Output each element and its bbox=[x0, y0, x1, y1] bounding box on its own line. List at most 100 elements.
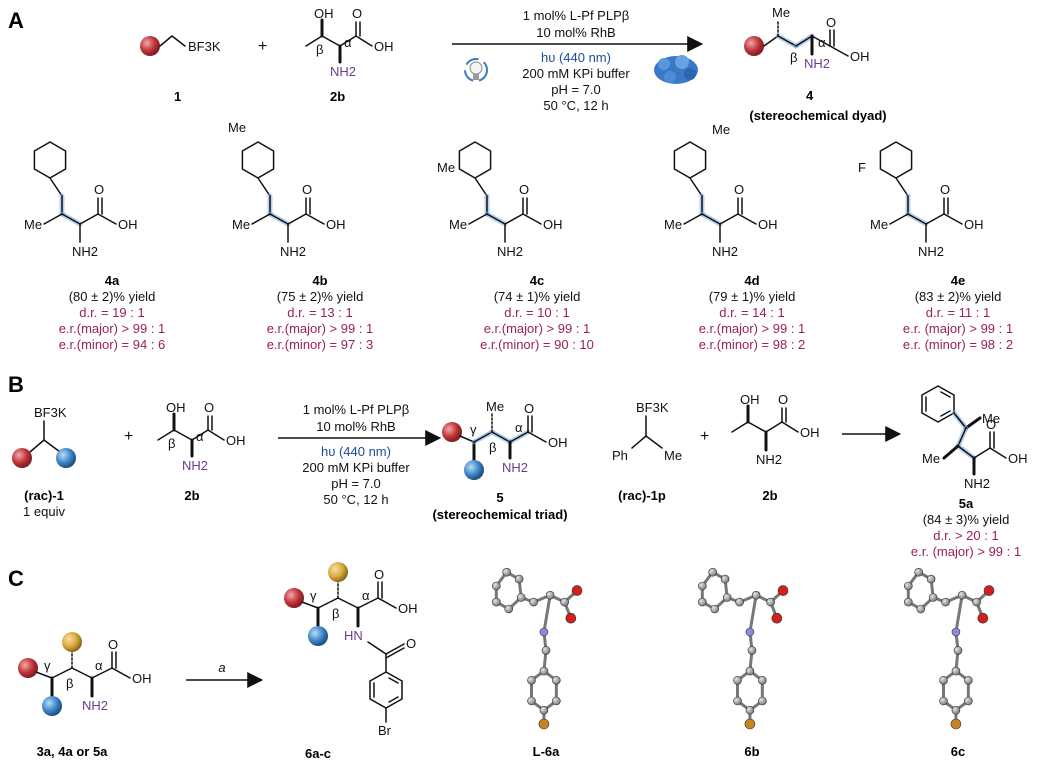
crystal-atom bbox=[552, 675, 561, 685]
bond bbox=[719, 213, 739, 225]
red-sphere-icon bbox=[284, 588, 304, 608]
bond bbox=[889, 213, 909, 225]
crystal-atom bbox=[928, 593, 938, 602]
compound-4b-dr: d.r. = 13 : 1 bbox=[287, 305, 352, 320]
acid-oh-label: OH bbox=[800, 425, 820, 440]
compound-4c-dr: d.r. = 10 : 1 bbox=[504, 305, 569, 320]
product-5: Me O OH NH2 α β γ 5 (stereochemical tria… bbox=[432, 399, 567, 522]
crystal-atom bbox=[733, 675, 742, 685]
compound-4e-label: 4e bbox=[951, 273, 965, 288]
crystal-atom bbox=[951, 666, 961, 676]
crystal-atom bbox=[539, 705, 549, 715]
reagent-1p-me: Me bbox=[664, 448, 682, 463]
product-6-hn: HN bbox=[344, 628, 363, 643]
crystal-atom bbox=[722, 593, 732, 602]
compound-o: O bbox=[94, 182, 104, 197]
arrow-condition-a: a bbox=[218, 660, 225, 675]
reactant-2b-label: 2b bbox=[330, 89, 345, 104]
bond bbox=[305, 213, 325, 225]
bond bbox=[257, 177, 271, 197]
bond bbox=[737, 213, 757, 225]
compound-oh: OH bbox=[118, 217, 138, 232]
bond bbox=[97, 213, 117, 225]
compound-4c-yield: (74 ± 1)% yield bbox=[494, 289, 581, 304]
compound-data-4c: 4c (74 ± 1)% yield d.r. = 10 : 1 e.r.(ma… bbox=[480, 273, 594, 352]
bond bbox=[486, 213, 506, 225]
compound-4d-dr: d.r. = 14 : 1 bbox=[719, 305, 784, 320]
benzene-ring bbox=[673, 141, 707, 179]
compound-methyl: Me bbox=[870, 217, 888, 232]
reagent-rac-1-label: (rac)-1 bbox=[24, 488, 64, 503]
product-4: Me O OH NH2 α β 4 (stereochemical dyad) bbox=[744, 5, 887, 123]
crystal-atom bbox=[953, 646, 963, 655]
benzene-ring bbox=[241, 141, 275, 179]
product-5a-nh2: NH2 bbox=[964, 476, 990, 491]
compound-o: O bbox=[734, 182, 744, 197]
bond bbox=[504, 213, 524, 225]
bond bbox=[43, 213, 63, 225]
crystal-atom bbox=[745, 627, 755, 637]
product-5-sublabel: (stereochemical triad) bbox=[432, 507, 567, 522]
product-5-label: 5 bbox=[496, 490, 503, 505]
product-5-gamma: γ bbox=[470, 422, 477, 437]
crystal-atom bbox=[745, 705, 755, 715]
carbonyl-o-label: O bbox=[778, 392, 788, 407]
product-5a-o: O bbox=[986, 417, 996, 432]
bond bbox=[468, 213, 488, 225]
crystal-atom bbox=[552, 696, 561, 706]
product-4-alpha: α bbox=[818, 35, 826, 50]
compound-oh: OH bbox=[543, 217, 563, 232]
compound-data-4d: 4d (79 ± 1)% yield d.r. = 14 : 1 e.r.(ma… bbox=[699, 273, 806, 352]
product-4-oh: OH bbox=[850, 49, 870, 64]
product-6-o-acid: O bbox=[374, 567, 384, 582]
compound-nh2: NH2 bbox=[497, 244, 523, 259]
crystal-atom bbox=[527, 675, 536, 685]
product-4-sublabel: (stereochemical dyad) bbox=[749, 108, 886, 123]
crystal-atom bbox=[745, 666, 755, 676]
product-6-alpha: α bbox=[362, 588, 370, 603]
compound-4a-yield: (80 ± 2)% yield bbox=[69, 289, 156, 304]
crystal-atom bbox=[541, 646, 551, 655]
compound-data-4b: 4b (75 ± 2)% yield d.r. = 13 : 1 e.r.(ma… bbox=[267, 273, 374, 352]
product-4-label: 4 bbox=[806, 88, 814, 103]
ring-substituent: Me bbox=[712, 122, 730, 137]
reagent-1p-ph: Ph bbox=[612, 448, 628, 463]
crystal-atom bbox=[904, 597, 913, 607]
crystal-atom bbox=[758, 696, 767, 706]
bond bbox=[79, 213, 99, 225]
product-6-gamma: γ bbox=[310, 588, 317, 603]
compound-4e-er-minor: e.r. (minor) = 98 : 2 bbox=[903, 337, 1013, 352]
compound-methyl: Me bbox=[449, 217, 467, 232]
condition-a-2: 10 mol% RhB bbox=[536, 25, 615, 40]
bond bbox=[61, 213, 81, 225]
lightbulb-icon bbox=[464, 58, 488, 82]
crystal-atom bbox=[983, 585, 995, 596]
start-label: 3a, 4a or 5a bbox=[37, 744, 109, 759]
compound-4d-er-major: e.r.(major) > 99 : 1 bbox=[699, 321, 806, 336]
product-5a-label: 5a bbox=[959, 496, 974, 511]
compound-o: O bbox=[519, 182, 529, 197]
compound-o: O bbox=[940, 182, 950, 197]
bond bbox=[287, 213, 307, 225]
compound-4a-er-major: e.r.(major) > 99 : 1 bbox=[59, 321, 166, 336]
crystal-atom bbox=[964, 696, 973, 706]
crystal-atom bbox=[516, 593, 526, 602]
bromophenyl-ring bbox=[369, 671, 403, 709]
product-6-oh: OH bbox=[398, 601, 418, 616]
product-5a-er-major: e.r. (major) > 99 : 1 bbox=[911, 544, 1021, 559]
hydroxyl-label: OH bbox=[314, 6, 334, 21]
crystal-label-l6a: L-6a bbox=[533, 744, 561, 759]
beta-label: β bbox=[168, 436, 175, 451]
crystal-atom bbox=[735, 597, 744, 607]
crystal-structure-6c bbox=[904, 567, 995, 730]
compound-4a-dr: d.r. = 19 : 1 bbox=[79, 305, 144, 320]
bond bbox=[49, 177, 63, 197]
reactant-2b-label-b: 2b bbox=[184, 488, 199, 503]
product-4-nh2: NH2 bbox=[804, 56, 830, 71]
reactant-2b: OH O OH NH2 α β 2b bbox=[305, 6, 394, 104]
reagent-1p-group: BF3K bbox=[636, 400, 669, 415]
bond bbox=[474, 177, 488, 197]
bond bbox=[701, 213, 721, 225]
ring-substituent: Me bbox=[437, 160, 455, 175]
